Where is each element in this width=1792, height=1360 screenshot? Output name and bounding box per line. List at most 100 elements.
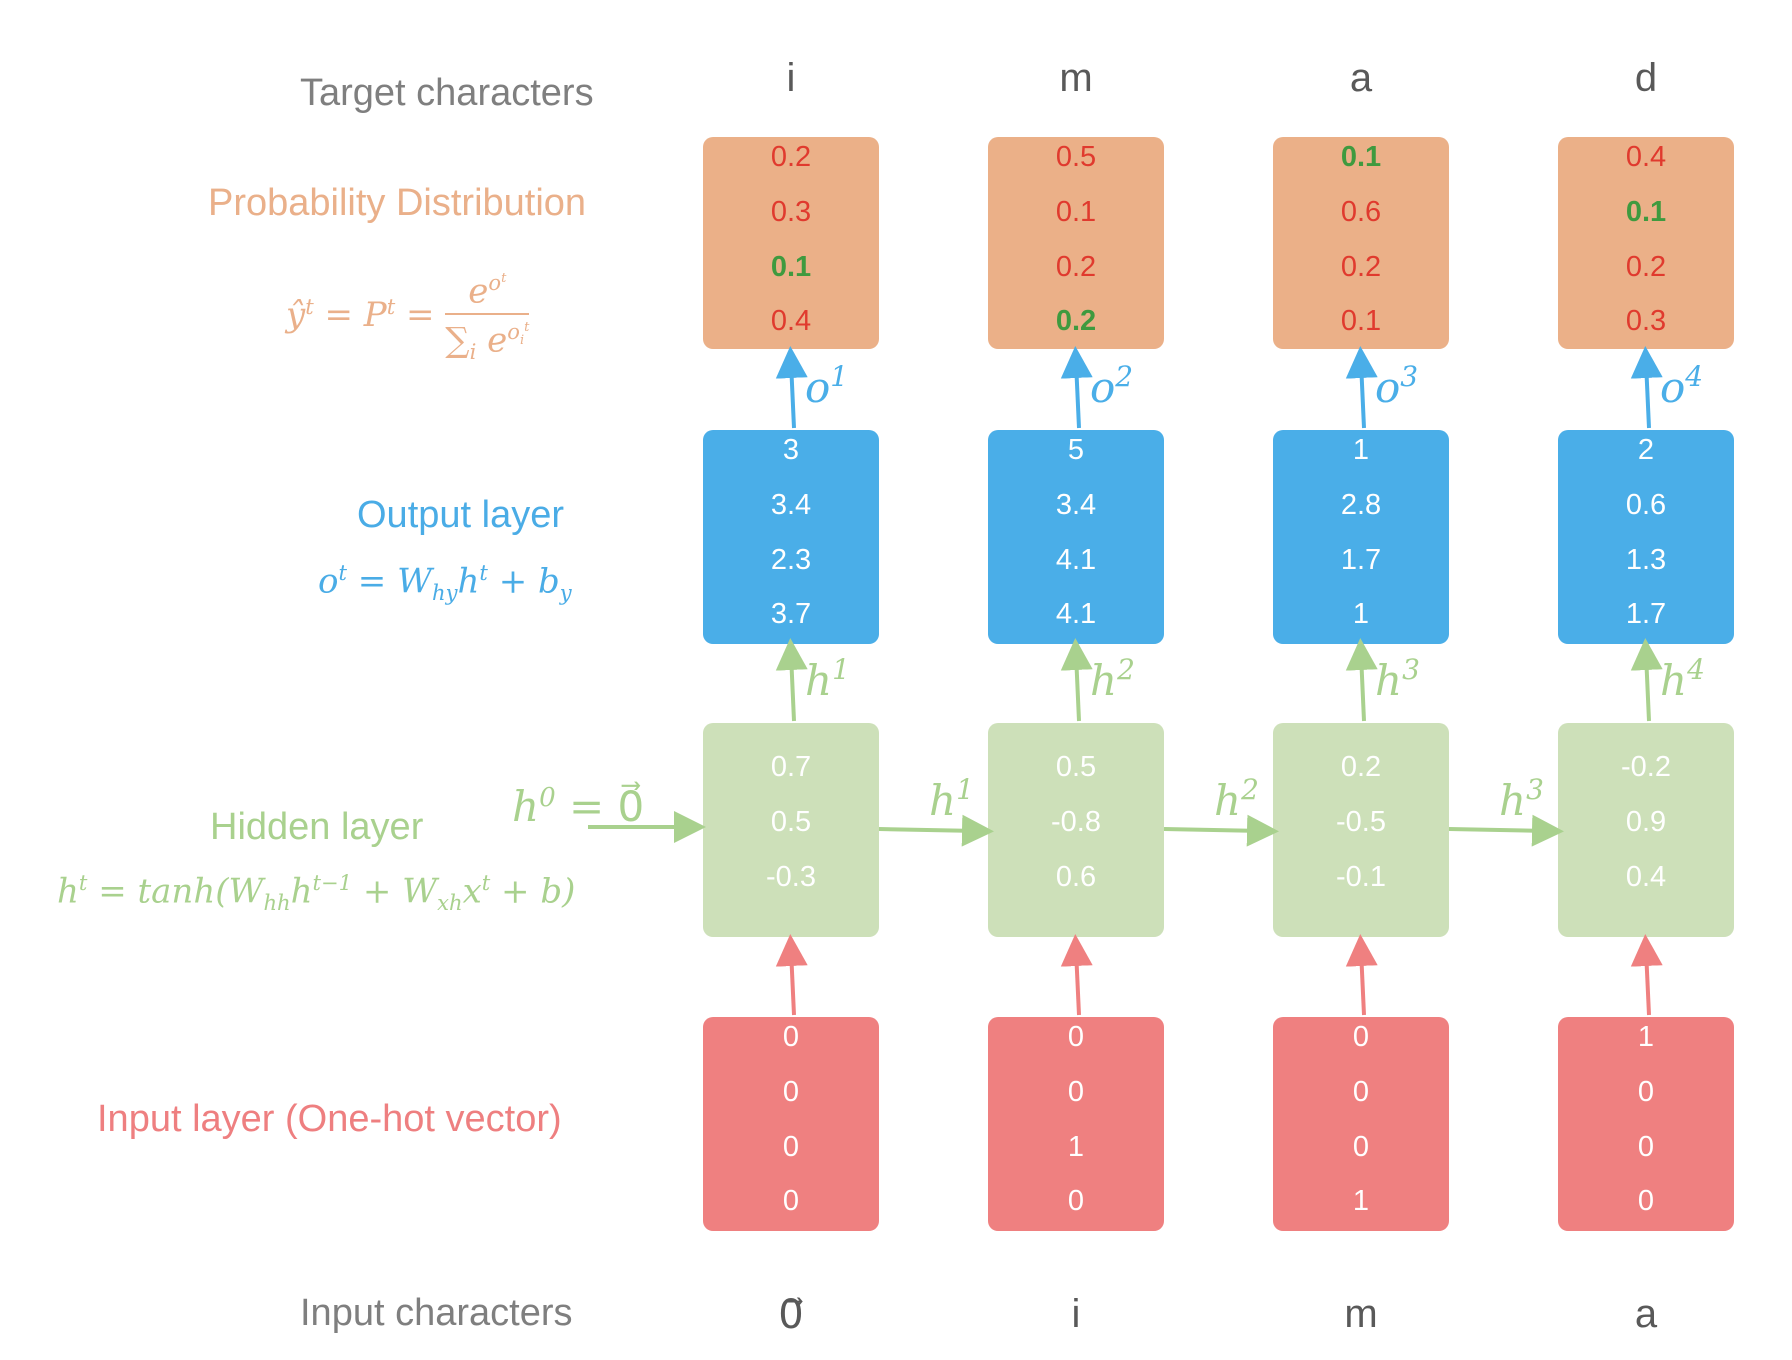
output-value: 1.7 <box>1625 598 1667 630</box>
input-value: 0 <box>1637 1076 1655 1108</box>
output-value: 3.4 <box>770 489 812 521</box>
hidden-recurrent-label: h3 <box>1499 773 1544 825</box>
probability-value: 0.3 <box>1625 305 1667 337</box>
input-char: m <box>1344 1292 1378 1336</box>
probability-value: 0.6 <box>1340 196 1382 228</box>
input-value: 0 <box>782 1076 800 1108</box>
hidden-layer-label: Hidden layer <box>210 806 424 848</box>
hidden-formula: ht = tanh(Whhht−1 + Wxhxt + b) <box>57 870 576 916</box>
target-char: a <box>1349 56 1373 100</box>
input-value: 1 <box>1352 1185 1370 1217</box>
probability-value: 0.2 <box>1055 305 1097 337</box>
hidden-up-arrow <box>1630 638 1663 722</box>
hidden-up-arrow <box>1060 638 1093 722</box>
input-value: 0 <box>1352 1131 1370 1163</box>
probability-value: 0.3 <box>770 196 812 228</box>
input-value: 0 <box>1067 1021 1085 1053</box>
target-char: d <box>1634 56 1658 100</box>
target-characters-label: Target characters <box>300 72 594 114</box>
input-char: a <box>1634 1292 1658 1336</box>
output-arrow <box>1345 346 1378 429</box>
input-value: 0 <box>1637 1185 1655 1217</box>
h0-initial-label: h0 = 0⃗ <box>512 782 645 831</box>
output-arrow <box>1060 346 1093 429</box>
probability-value: 0.2 <box>770 141 812 173</box>
probability-value: 0.1 <box>770 251 812 283</box>
hidden-up-arrow-label: h4 <box>1660 653 1705 705</box>
hidden-recurrent-arrow <box>1448 814 1564 847</box>
probability-distribution-label: Probability Distribution <box>208 182 587 224</box>
hidden-value: 0.9 <box>1625 806 1667 838</box>
output-value: 2.8 <box>1340 489 1382 521</box>
output-arrow <box>775 346 808 429</box>
input-characters-label: Input characters <box>300 1292 573 1334</box>
probability-value: 0.1 <box>1625 196 1667 228</box>
probability-box: 0.2 0.3 0.1 0.4 <box>703 137 879 349</box>
output-arrow-label: o2 <box>1090 360 1133 412</box>
input-value: 0 <box>1067 1185 1085 1217</box>
output-box: 2 0.6 1.3 1.7 <box>1558 430 1734 644</box>
probability-value: 0.1 <box>1055 196 1097 228</box>
output-value: 5 <box>1067 434 1085 466</box>
output-arrow-label: o4 <box>1660 360 1703 412</box>
hidden-box: -0.2 0.9 0.4 <box>1558 723 1734 937</box>
output-layer-label: Output layer <box>357 494 564 536</box>
hidden-value: -0.5 <box>1336 806 1386 838</box>
output-box: 3 3.4 2.3 3.7 <box>703 430 879 644</box>
hidden-value: 0.2 <box>1340 751 1382 783</box>
hidden-up-arrow-label: h1 <box>805 653 850 705</box>
hidden-up-arrow <box>1345 638 1378 722</box>
hidden-recurrent-arrow <box>1163 814 1279 847</box>
hidden-value: 0.6 <box>1055 861 1097 893</box>
input-arrow <box>1345 934 1378 1016</box>
output-value: 1.7 <box>1340 544 1382 576</box>
probability-box: 0.1 0.6 0.2 0.1 <box>1273 137 1449 349</box>
probability-value: 0.2 <box>1340 251 1382 283</box>
output-value: 3.7 <box>770 598 812 630</box>
probability-value: 0.1 <box>1340 305 1382 337</box>
input-value: 0 <box>1067 1076 1085 1108</box>
hidden-value: -0.3 <box>766 861 816 893</box>
probability-value: 0.1 <box>1340 141 1382 173</box>
output-value: 0.6 <box>1625 489 1667 521</box>
hidden-value: 0.5 <box>1055 751 1097 783</box>
hidden-value: -0.8 <box>1051 806 1101 838</box>
output-value: 1 <box>1352 598 1370 630</box>
output-arrow-label: o1 <box>805 360 848 412</box>
input-char: 0⃗ <box>778 1293 804 1337</box>
output-value: 2.3 <box>770 544 812 576</box>
output-arrow <box>1630 346 1663 429</box>
input-arrow <box>1630 934 1663 1016</box>
probability-value: 0.4 <box>1625 141 1667 173</box>
hidden-value: -0.1 <box>1336 861 1386 893</box>
input-value: 0 <box>782 1185 800 1217</box>
hidden-value: 0.4 <box>1625 861 1667 893</box>
hidden-value: 0.7 <box>770 751 812 783</box>
input-value: 0 <box>1352 1076 1370 1108</box>
hidden-up-arrow <box>775 638 808 722</box>
hidden-recurrent-arrow <box>878 814 994 847</box>
softmax-formula: ŷt = Pt = eot∑i eoit <box>286 270 530 365</box>
hidden-up-arrow-label: h3 <box>1375 653 1420 705</box>
probability-value: 0.4 <box>770 305 812 337</box>
hidden-value: -0.2 <box>1621 751 1671 783</box>
input-value: 0 <box>782 1131 800 1163</box>
output-value: 4.1 <box>1055 544 1097 576</box>
output-value: 4.1 <box>1055 598 1097 630</box>
output-value: 3 <box>782 434 800 466</box>
hidden-box: 0.2 -0.5 -0.1 <box>1273 723 1449 937</box>
output-value: 1.3 <box>1625 544 1667 576</box>
input-value: 0 <box>782 1021 800 1053</box>
input-arrow <box>1060 934 1093 1016</box>
output-value: 2 <box>1637 434 1655 466</box>
target-char: i <box>786 56 796 100</box>
input-arrow <box>775 934 808 1016</box>
input-char: i <box>1071 1292 1081 1336</box>
